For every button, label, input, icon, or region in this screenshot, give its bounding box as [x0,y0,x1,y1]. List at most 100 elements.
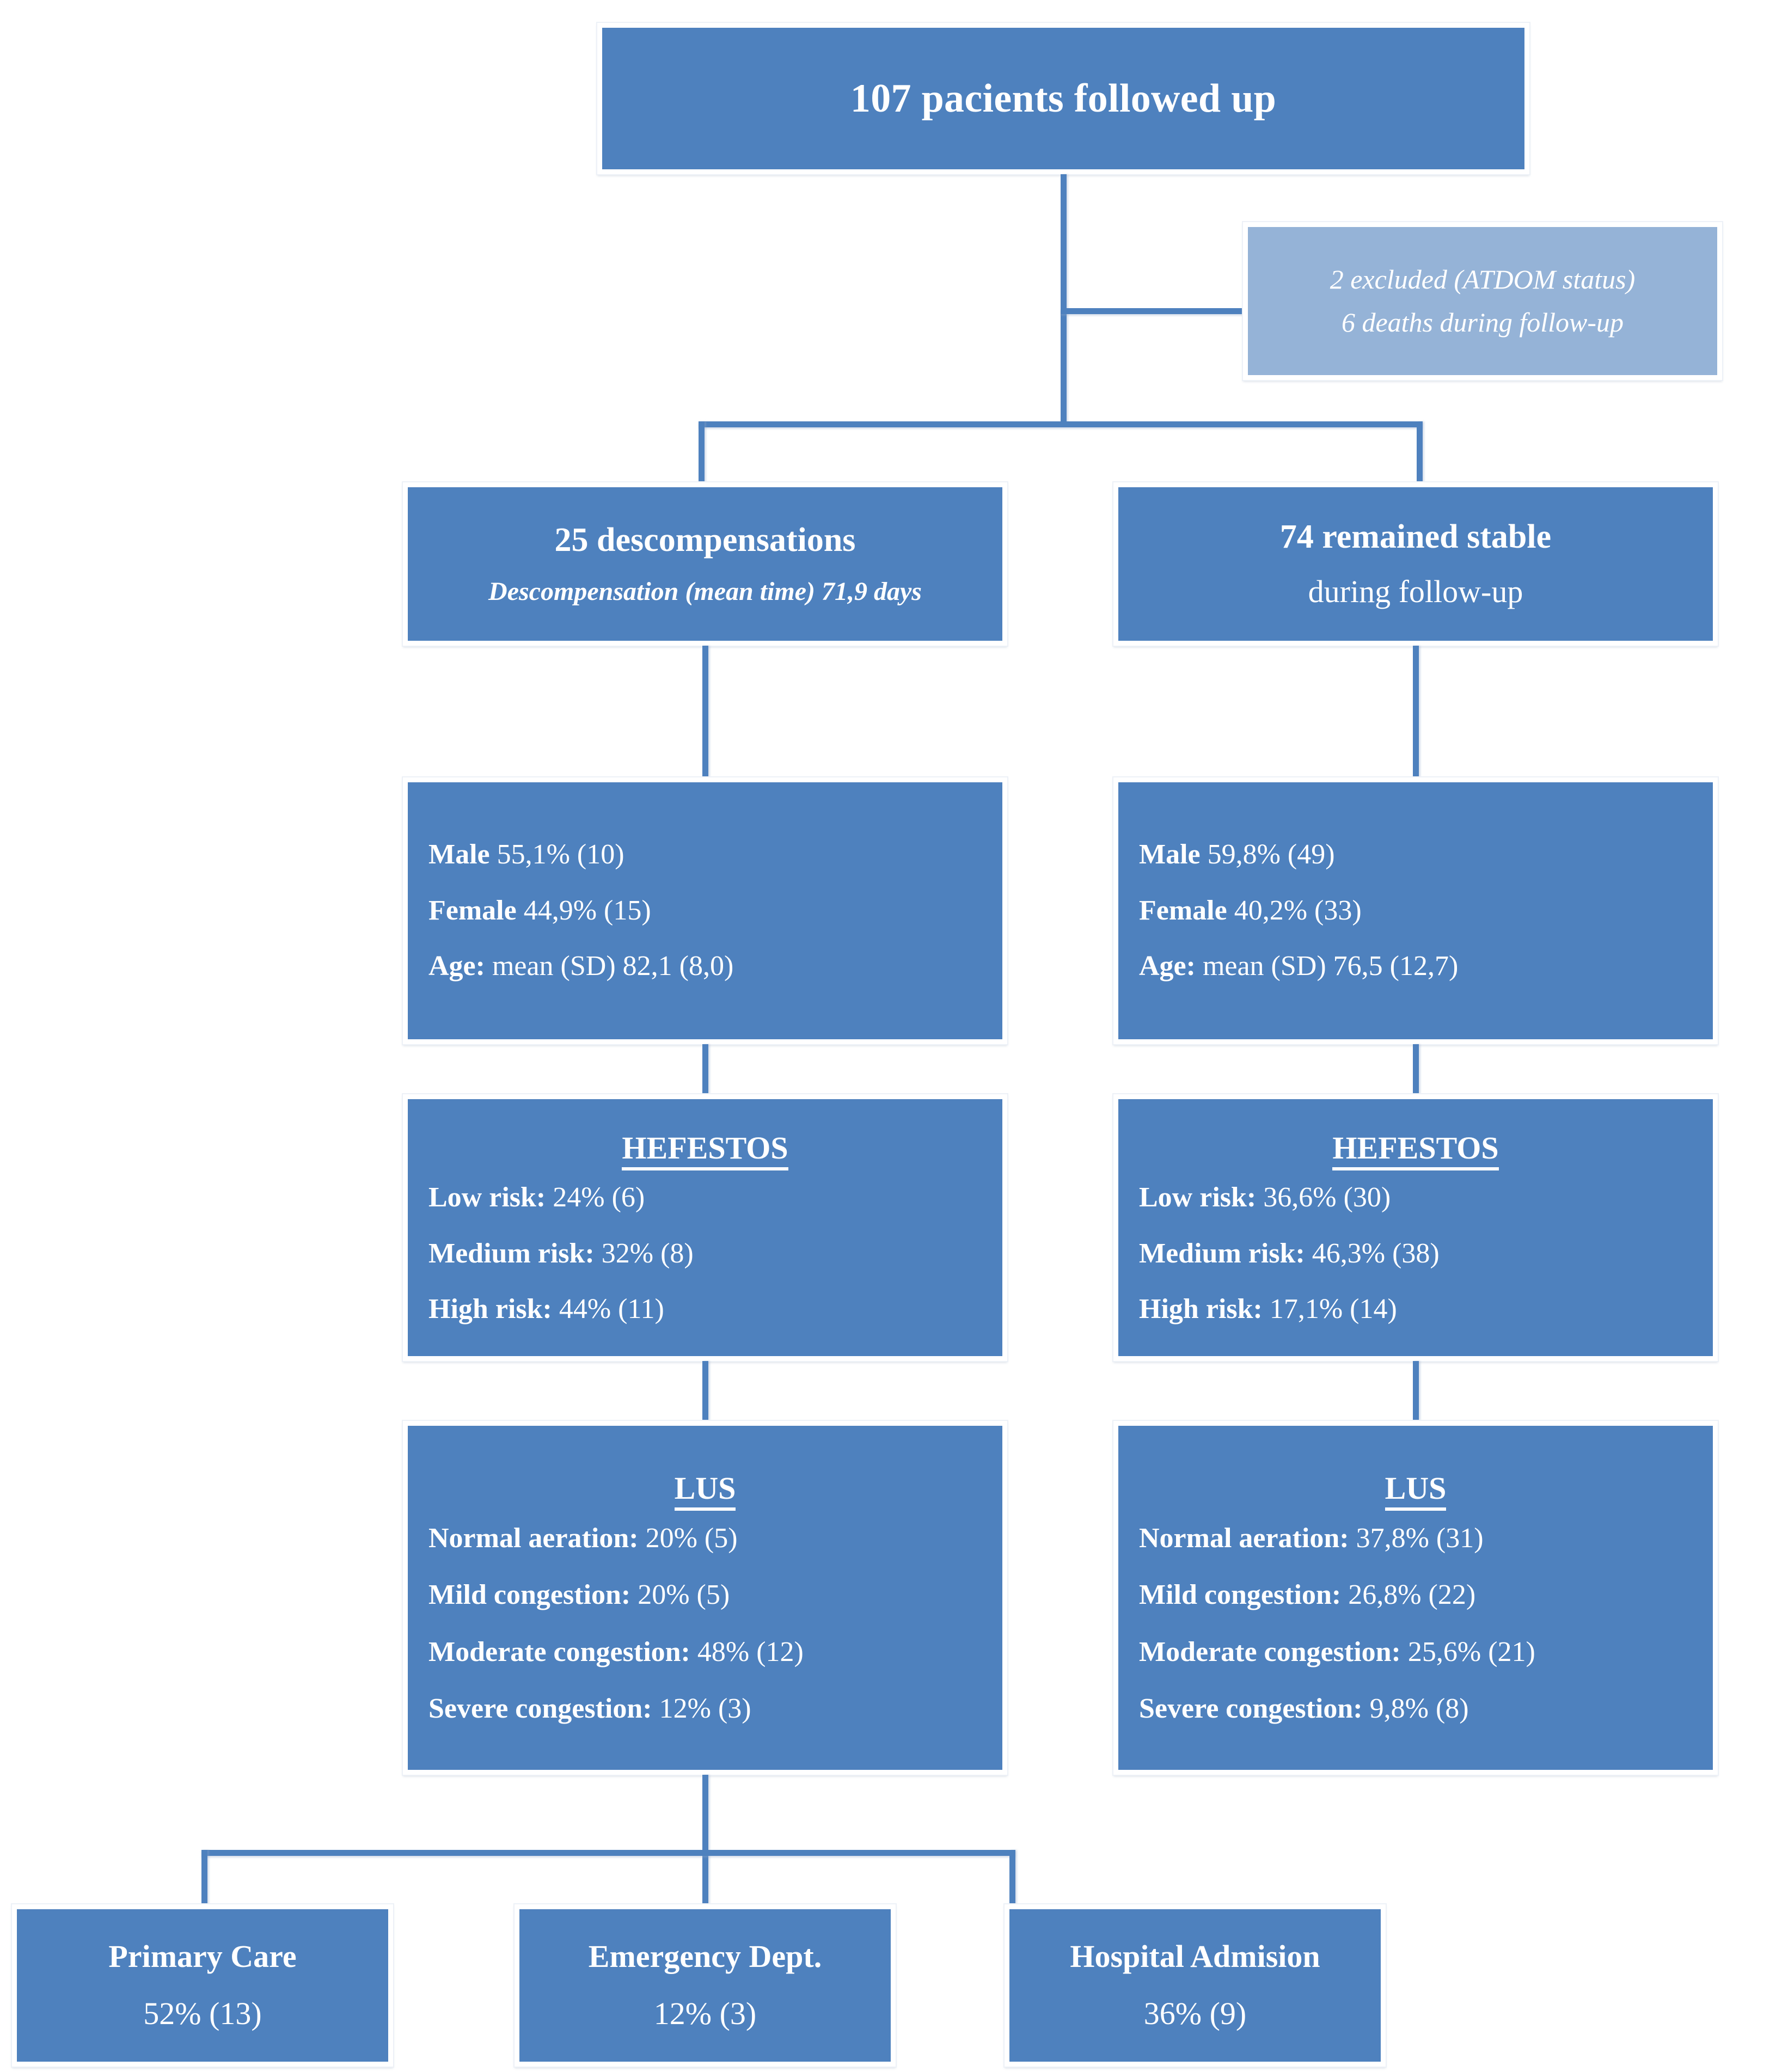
right-demo-age-label: Age: [1139,951,1196,982]
left-hefestos-medium: Medium risk: 32% (8) [408,1237,1002,1271]
right-lus-heading: LUS [1118,1469,1713,1511]
node-root-cohort: 107 pacients followed up [596,22,1530,175]
right-demo-male: Male 59,8% (49) [1118,838,1713,872]
right-hefestos-low-label: Low risk: [1139,1182,1257,1213]
right-hefestos-low: Low risk: 36,6% (30) [1118,1181,1713,1215]
outcome-emergency-dept-title: Emergency Dept. [588,1938,822,1974]
outcome-hospital-admission-value: 36% (9) [1143,1996,1247,2032]
right-lus-moderate-label: Moderate congestion: [1139,1636,1401,1668]
left-lus-heading: LUS [408,1469,1002,1511]
right-lus-mild-label: Mild congestion: [1139,1579,1342,1611]
right-hefestos-high-label: High risk: [1139,1293,1263,1325]
connector-right-title-to-demo [1413,646,1419,777]
right-lus-severe-value: 9,8% (8) [1369,1693,1469,1725]
right-lus-normal-label: Normal aeration: [1139,1523,1349,1554]
right-branch-title: 74 remained stable [1279,518,1552,555]
left-demo-age: Age: mean (SD) 82,1 (8,0) [408,949,1002,983]
node-right-lus: LUS Normal aeration: 37,8% (31) Mild con… [1112,1420,1719,1776]
connector-left-title-to-demo [702,646,708,777]
right-lus-heading-text: LUS [1385,1470,1447,1511]
left-demo-female: Female 44,9% (15) [408,894,1002,928]
left-lus-severe-value: 12% (3) [659,1693,751,1725]
left-demo-age-label: Age: [428,951,485,982]
right-hefestos-heading-text: HEFESTOS [1332,1130,1499,1170]
node-exclusions: 2 excluded (ATDOM status) 6 deaths durin… [1242,221,1723,381]
connector-left-hefestos-to-lus [702,1361,708,1421]
left-branch-title: 25 descompensations [554,521,856,559]
right-hefestos-low-value: 36,6% (30) [1263,1182,1391,1213]
right-demo-female-value: 40,2% (33) [1234,894,1362,926]
left-lus-normal-value: 20% (5) [645,1523,738,1554]
right-hefestos-medium-value: 46,3% (38) [1312,1237,1440,1269]
connector-left-demo-to-hefestos [702,1044,708,1094]
connector-to-exclusions [1061,308,1247,314]
right-lus-normal-value: 37,8% (31) [1356,1523,1484,1554]
root-title: 107 pacients followed up [850,76,1277,121]
left-demo-male-label: Male [428,839,490,871]
connector-outcome-3-drop [1009,1850,1015,1910]
connector-outcomes-bar [201,1850,1015,1856]
connector-split-right [1417,421,1423,482]
left-hefestos-low-label: Low risk: [428,1182,546,1213]
left-hefestos-low: Low risk: 24% (6) [408,1181,1002,1215]
right-demo-female: Female 40,2% (33) [1118,894,1713,928]
right-lus-moderate-value: 25,6% (21) [1407,1636,1535,1668]
outcome-emergency-dept-value: 12% (3) [653,1996,757,2032]
right-lus-mild-value: 26,8% (22) [1348,1579,1476,1611]
right-demo-female-label: Female [1139,894,1227,926]
right-hefestos-medium-label: Medium risk: [1139,1237,1305,1269]
right-lus-severe-label: Severe congestion: [1139,1693,1363,1725]
left-hefestos-low-value: 24% (6) [553,1182,645,1213]
node-outcome-hospital-admission: Hospital Admision 36% (9) [1003,1903,1387,2068]
node-outcome-primary-care: Primary Care 52% (13) [11,1903,394,2068]
left-hefestos-high: High risk: 44% (11) [408,1292,1002,1326]
right-hefestos-medium: Medium risk: 46,3% (38) [1118,1237,1713,1271]
exclusion-line-1: 2 excluded (ATDOM status) [1330,264,1636,295]
right-branch-subtitle: during follow-up [1308,573,1523,609]
node-outcome-emergency-dept: Emergency Dept. 12% (3) [513,1903,897,2068]
node-right-hefestos: HEFESTOS Low risk: 36,6% (30) Medium ris… [1112,1093,1719,1362]
left-lus-severe-label: Severe congestion: [428,1693,652,1725]
left-demo-female-value: 44,9% (15) [523,894,651,926]
left-lus-mild-value: 20% (5) [638,1579,730,1611]
left-lus-moderate: Moderate congestion: 48% (12) [408,1635,1002,1669]
left-hefestos-high-label: High risk: [428,1293,552,1325]
node-left-lus: LUS Normal aeration: 20% (5) Mild conges… [402,1420,1008,1776]
left-lus-severe: Severe congestion: 12% (3) [408,1692,1002,1726]
left-hefestos-high-value: 44% (11) [559,1293,664,1325]
left-lus-normal: Normal aeration: 20% (5) [408,1522,1002,1555]
node-right-branch-title: 74 remained stable during follow-up [1112,481,1719,647]
node-left-hefestos: HEFESTOS Low risk: 24% (6) Medium risk: … [402,1093,1008,1362]
outcome-primary-care-title: Primary Care [108,1938,297,1974]
left-lus-normal-label: Normal aeration: [428,1523,639,1554]
node-left-demographics: Male 55,1% (10) Female 44,9% (15) Age: m… [402,776,1008,1045]
left-hefestos-medium-value: 32% (8) [601,1237,694,1269]
connector-split-bar [699,421,1423,427]
right-demo-male-value: 59,8% (49) [1207,839,1335,871]
right-lus-mild: Mild congestion: 26,8% (22) [1118,1578,1713,1612]
connector-split-left [699,421,705,482]
right-hefestos-heading: HEFESTOS [1118,1129,1713,1170]
left-hefestos-heading: HEFESTOS [408,1129,1002,1170]
left-demo-age-value: mean (SD) 82,1 (8,0) [492,951,734,982]
right-lus-normal: Normal aeration: 37,8% (31) [1118,1522,1713,1555]
right-demo-age-value: mean (SD) 76,5 (12,7) [1202,951,1459,982]
connector-root-stem [1061,174,1067,425]
left-lus-heading-text: LUS [674,1470,736,1511]
connector-outcome-1-drop [201,1850,207,1910]
left-lus-moderate-value: 48% (12) [697,1636,804,1668]
left-lus-mild-label: Mild congestion: [428,1579,631,1611]
right-demo-male-label: Male [1139,839,1201,871]
left-demo-female-label: Female [428,894,517,926]
left-hefestos-heading-text: HEFESTOS [622,1130,788,1170]
outcome-hospital-admission-title: Hospital Admision [1070,1938,1320,1974]
right-hefestos-high: High risk: 17,1% (14) [1118,1292,1713,1326]
outcome-primary-care-value: 52% (13) [143,1996,262,2032]
connector-lus-to-outcomes-stem [702,1775,708,1910]
exclusion-line-2: 6 deaths during follow-up [1341,307,1624,338]
left-branch-subtitle: Descompensation (mean time) 71,9 days [488,577,922,606]
right-lus-severe: Severe congestion: 9,8% (8) [1118,1692,1713,1726]
left-demo-male: Male 55,1% (10) [408,838,1002,872]
left-lus-mild: Mild congestion: 20% (5) [408,1578,1002,1612]
